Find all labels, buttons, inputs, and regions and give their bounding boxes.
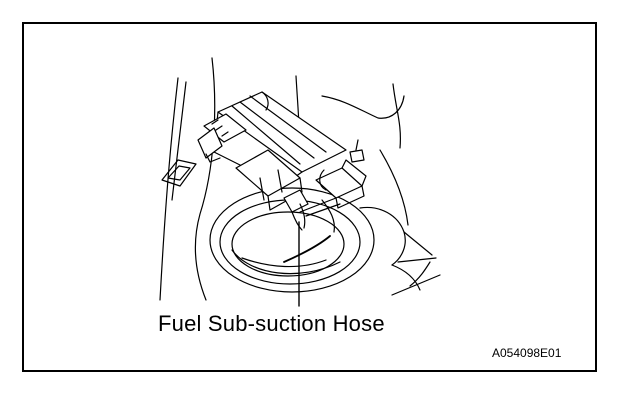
figure-id-label: A054098E01 [492, 346, 562, 360]
body-panel-outline [159, 57, 441, 301]
fuel-pump-assembly [197, 91, 367, 233]
bracket-plate [161, 159, 197, 187]
figure-frame [22, 22, 597, 372]
fuel-sub-suction-hose-label: Fuel Sub-suction Hose [158, 311, 385, 336]
